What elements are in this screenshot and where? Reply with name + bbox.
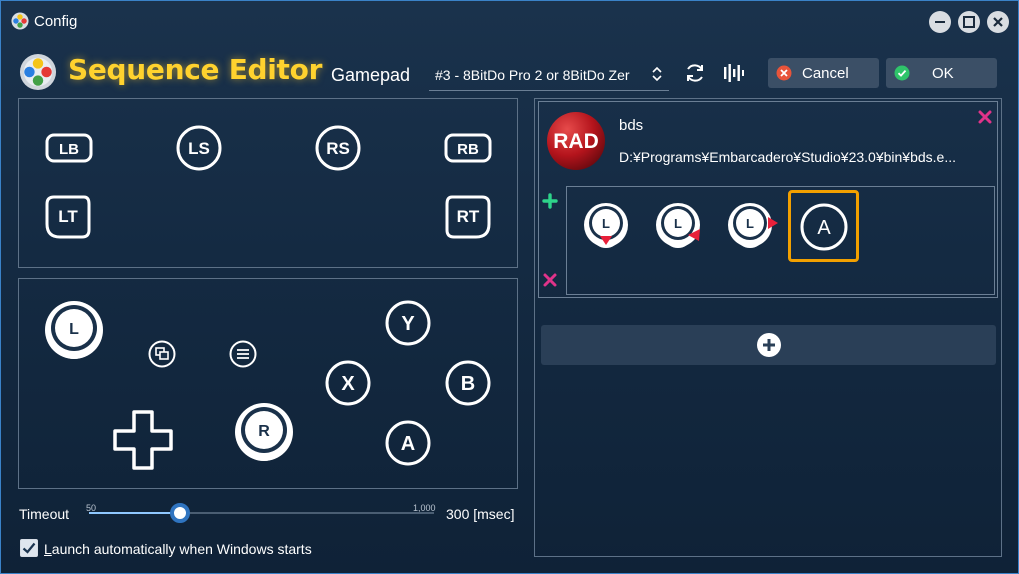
svg-text:RS: RS <box>326 139 350 158</box>
timeout-max-label: 1,000 <box>413 503 436 513</box>
close-button[interactable] <box>987 11 1009 33</box>
remove-sequence-icon[interactable] <box>977 109 993 125</box>
app-logo-icon <box>11 12 29 30</box>
gamepad-select[interactable]: #3 - 8BitDo Pro 2 or 8BitDo Zer <box>429 59 669 91</box>
lt-trigger-icon[interactable]: LT <box>44 194 92 240</box>
svg-text:RT: RT <box>457 207 480 226</box>
rs-button-icon[interactable]: RS <box>314 124 362 172</box>
cancel-label: Cancel <box>802 64 849 82</box>
timeout-min-label: 50 <box>86 503 97 513</box>
cancel-button[interactable]: Cancel <box>768 58 879 88</box>
left-stick-right-icon[interactable]: L <box>724 201 780 253</box>
right-stick-icon[interactable]: R <box>231 400 297 468</box>
gamepad-selected-value: #3 - 8BitDo Pro 2 or 8BitDo Zer <box>435 66 630 83</box>
svg-text:A: A <box>817 217 831 239</box>
refresh-icon <box>687 64 703 82</box>
b-button-icon[interactable]: B <box>444 359 492 407</box>
window-title: Config <box>34 13 78 30</box>
svg-text:RB: RB <box>457 141 479 158</box>
rt-trigger-icon[interactable]: RT <box>444 194 492 240</box>
test-input-button[interactable] <box>720 60 746 86</box>
left-stick-down-right-icon[interactable]: L <box>652 201 704 253</box>
checkmark-icon <box>22 542 36 554</box>
app-logo-icon <box>19 53 57 91</box>
maximize-button[interactable] <box>958 11 980 33</box>
svg-text:LT: LT <box>58 207 78 226</box>
close-icon <box>993 17 1003 27</box>
svg-text:LS: LS <box>188 139 210 158</box>
left-stick-down-icon[interactable]: L <box>580 201 632 253</box>
lb-button-icon[interactable]: LB <box>45 132 93 164</box>
chevron-up-down-icon <box>652 66 662 82</box>
left-stick-icon[interactable]: L <box>41 298 107 366</box>
svg-text:Y: Y <box>401 313 415 335</box>
sequence-app-name: bds <box>619 117 644 134</box>
a-button-step-icon[interactable]: A <box>798 201 850 253</box>
add-step-icon[interactable] <box>542 193 558 209</box>
svg-text:X: X <box>341 373 355 395</box>
y-button-icon[interactable]: Y <box>384 299 432 347</box>
ok-label: OK <box>932 64 954 82</box>
svg-text:L: L <box>746 216 754 231</box>
title-bar: Config <box>1 1 1018 43</box>
svg-text:B: B <box>461 373 475 395</box>
svg-text:RAD: RAD <box>553 130 599 153</box>
view-button-icon[interactable] <box>148 340 176 368</box>
menu-button-icon[interactable] <box>229 340 257 368</box>
cancel-icon <box>776 65 792 81</box>
timeout-slider-fill <box>89 512 180 514</box>
shoulder-buttons-panel <box>18 98 518 268</box>
add-sequence-button[interactable] <box>541 325 996 365</box>
ls-button-icon[interactable]: LS <box>175 124 223 172</box>
svg-text:L: L <box>69 321 79 338</box>
svg-text:LB: LB <box>59 141 79 158</box>
page-title: Sequence Editor <box>68 53 323 86</box>
selected-step-highlight <box>788 190 859 262</box>
autostart-checkbox[interactable] <box>20 539 38 557</box>
steps-list <box>566 186 995 295</box>
maximize-icon <box>963 16 975 28</box>
timeout-value: 300 [msec] <box>446 506 515 522</box>
timeout-label: Timeout <box>19 506 70 522</box>
signal-bars-icon <box>724 64 744 82</box>
dpad-icon[interactable] <box>112 409 174 471</box>
gamepad-label: Gamepad <box>331 65 411 85</box>
svg-text:L: L <box>602 216 610 231</box>
check-circle-icon <box>894 65 910 81</box>
rad-studio-icon: RAD <box>547 112 605 170</box>
timeout-slider[interactable] <box>89 503 434 523</box>
autostart-label: Launch automatically when Windows starts <box>44 541 312 557</box>
refresh-button[interactable] <box>682 60 708 86</box>
svg-text:L: L <box>674 216 682 231</box>
x-button-icon[interactable]: X <box>324 359 372 407</box>
minimize-button[interactable] <box>929 11 951 33</box>
gamepad-buttons-panel <box>18 278 518 489</box>
timeout-slider-thumb[interactable] <box>169 503 190 523</box>
sequence-app-path: D:¥Programs¥Embarcadero¥Studio¥23.0¥bin¥… <box>619 149 956 165</box>
svg-text:R: R <box>258 423 270 440</box>
plus-circle-icon <box>756 333 781 357</box>
sequence-panel <box>534 98 1002 557</box>
minimize-icon <box>935 21 945 23</box>
rb-button-icon[interactable]: RB <box>444 132 492 164</box>
ok-button[interactable]: OK <box>886 58 997 88</box>
sequence-entry <box>538 101 998 298</box>
remove-step-icon[interactable] <box>542 272 558 288</box>
a-button-icon[interactable]: A <box>384 419 432 467</box>
svg-text:A: A <box>401 433 415 455</box>
